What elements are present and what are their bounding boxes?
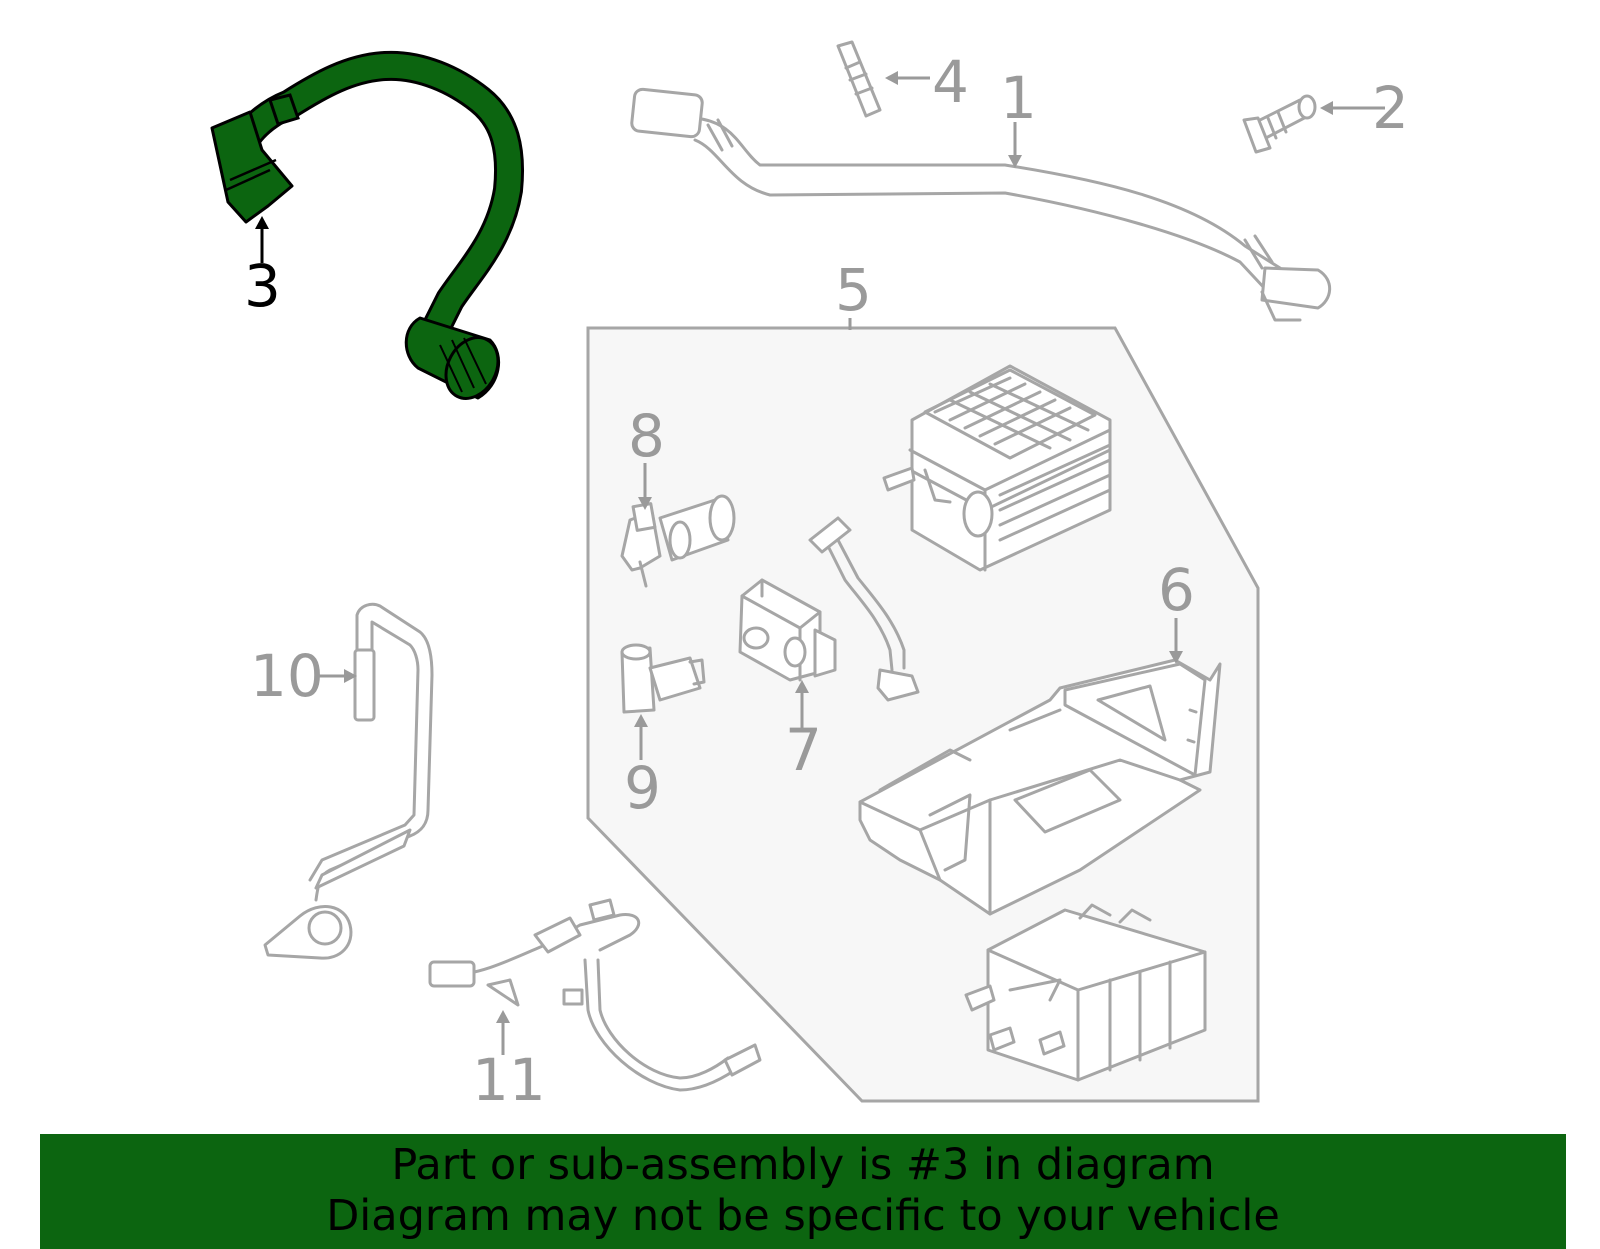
part-11-harness[interactable] (428, 898, 762, 1092)
banner-line-2: Diagram may not be specific to your vehi… (326, 1191, 1280, 1241)
callout-2: 2 (1372, 74, 1409, 142)
part-3-hose[interactable] (210, 50, 525, 408)
callout-4: 4 (932, 48, 969, 116)
banner-line-1: Part or sub-assembly is #3 in diagram (391, 1140, 1215, 1190)
callout-5: 5 (835, 256, 872, 324)
callout-10: 10 (250, 642, 324, 710)
callout-8: 8 (628, 402, 665, 470)
part-9-valve[interactable] (620, 643, 706, 714)
parts-diagram: 1 2 3 4 5 6 7 8 9 10 11 (210, 40, 1409, 1114)
callout-9: 9 (624, 754, 661, 822)
info-banner: Part or sub-assembly is #3 in diagram Di… (40, 1134, 1566, 1249)
part-10-tube[interactable] (263, 602, 434, 960)
callout-6: 6 (1158, 556, 1195, 624)
part-7-sensor[interactable] (738, 578, 837, 682)
callout-3: 3 (244, 252, 281, 320)
small-hose (808, 516, 920, 702)
leader-arrows (255, 71, 1385, 1055)
callout-7: 7 (785, 716, 822, 784)
part-8-valve[interactable] (620, 494, 736, 588)
part-6-bracket[interactable] (858, 658, 1222, 916)
part-2-fitting[interactable] (1242, 94, 1317, 154)
callout-11: 11 (472, 1046, 546, 1114)
callout-1: 1 (1000, 64, 1037, 132)
vapor-canister (964, 903, 1207, 1082)
part-1-hose[interactable] (630, 87, 1332, 322)
part-4-connector[interactable] (836, 40, 882, 118)
canister-assembly (882, 364, 1112, 572)
